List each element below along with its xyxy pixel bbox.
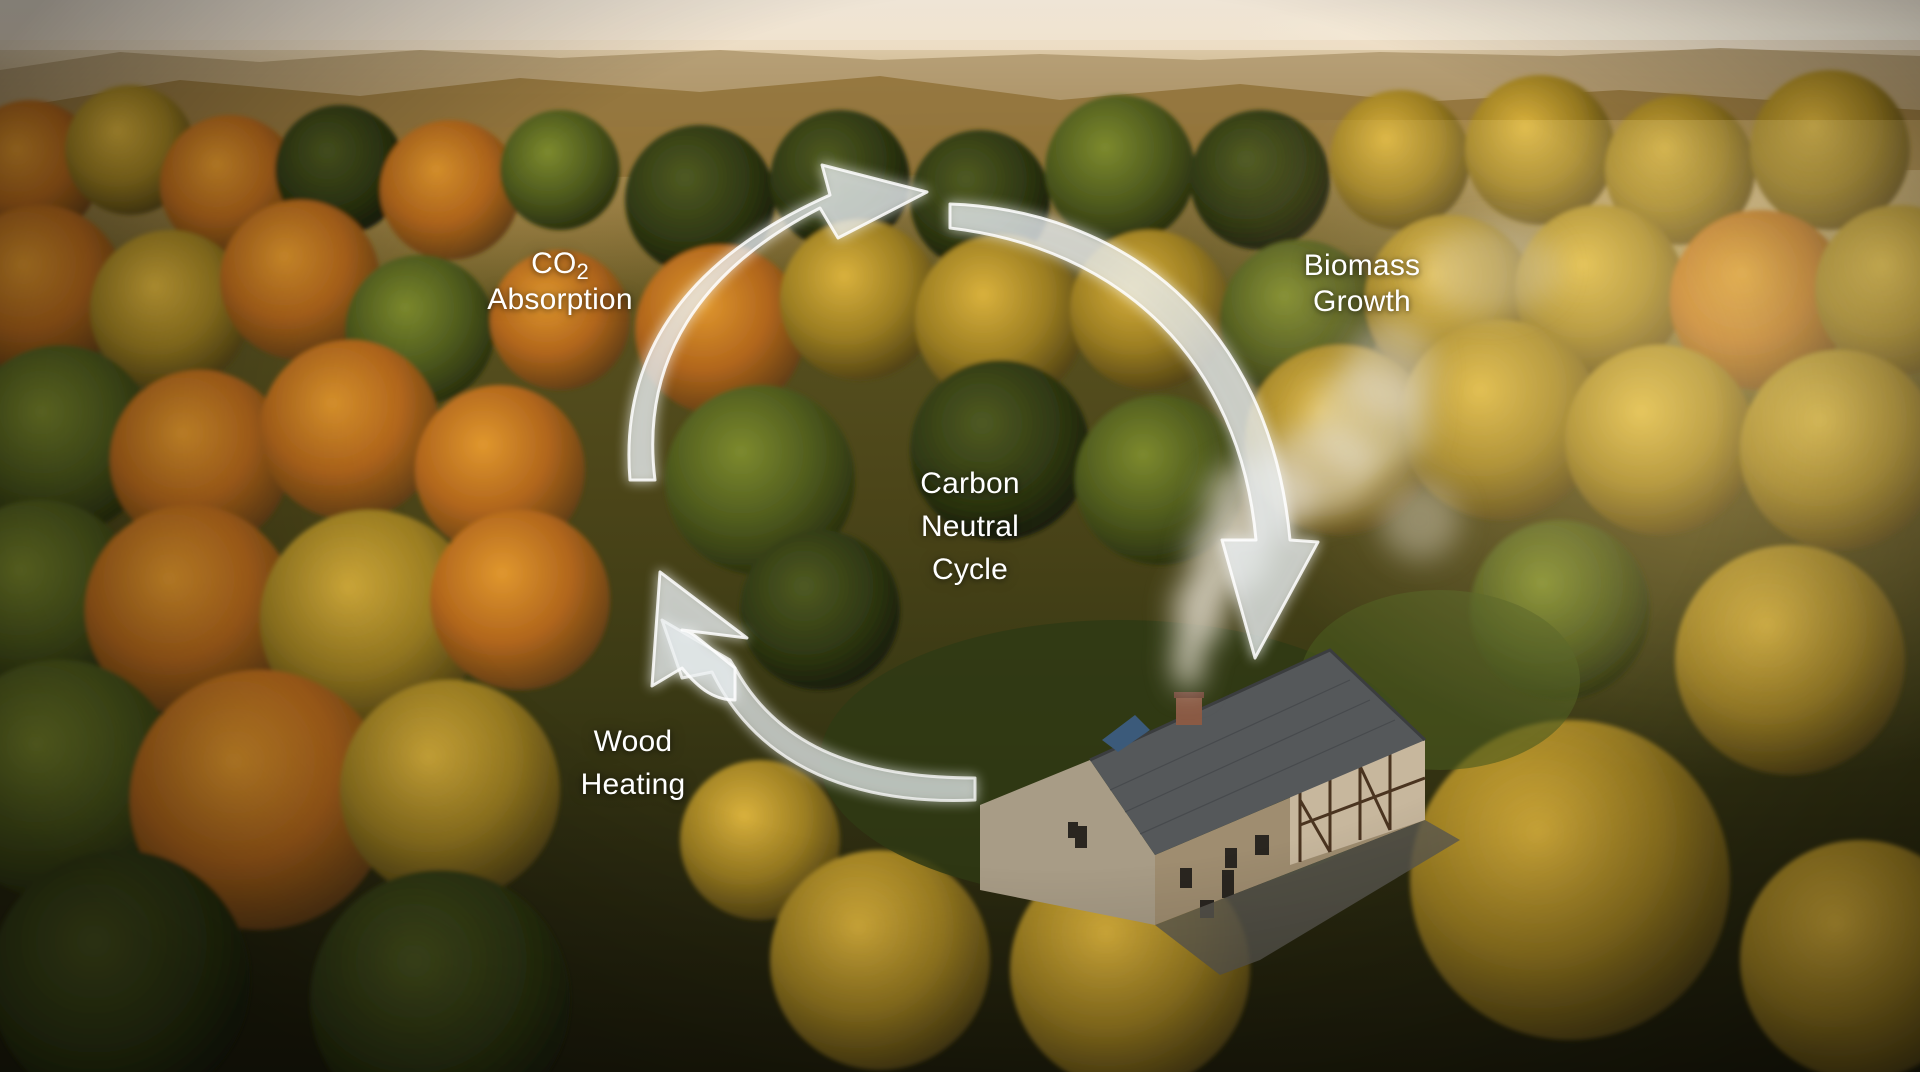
center-label-carbon-neutral-cycle: Carbon Neutral Cycle [870, 462, 1070, 591]
wood-text: Wood [593, 725, 673, 758]
absorption-text: Absorption [487, 283, 633, 316]
stage-label-wood-heating: Wood Heating [548, 720, 718, 806]
roof [1090, 650, 1425, 855]
biomass-text: Biomass [1303, 249, 1421, 282]
stage-label-biomass-growth: Biomass Growth [1262, 248, 1462, 320]
growth-text: Growth [1313, 285, 1411, 318]
co2-text: CO [531, 247, 577, 280]
cycle-text: Cycle [931, 553, 1008, 586]
curved-arrow-up-left-icon [650, 570, 749, 702]
stone-gable-wall [980, 760, 1155, 925]
stage-label-co2-absorption: CO2 Absorption [440, 246, 680, 318]
co2-subscript: 2 [576, 259, 589, 284]
carbon-text: Carbon [920, 467, 1020, 500]
curved-arrow-up-right-icon [627, 163, 929, 482]
heating-text: Heating [580, 768, 686, 801]
neutral-text: Neutral [920, 510, 1020, 543]
curved-arrow-down-icon [948, 202, 1320, 660]
chimney [1176, 695, 1202, 725]
